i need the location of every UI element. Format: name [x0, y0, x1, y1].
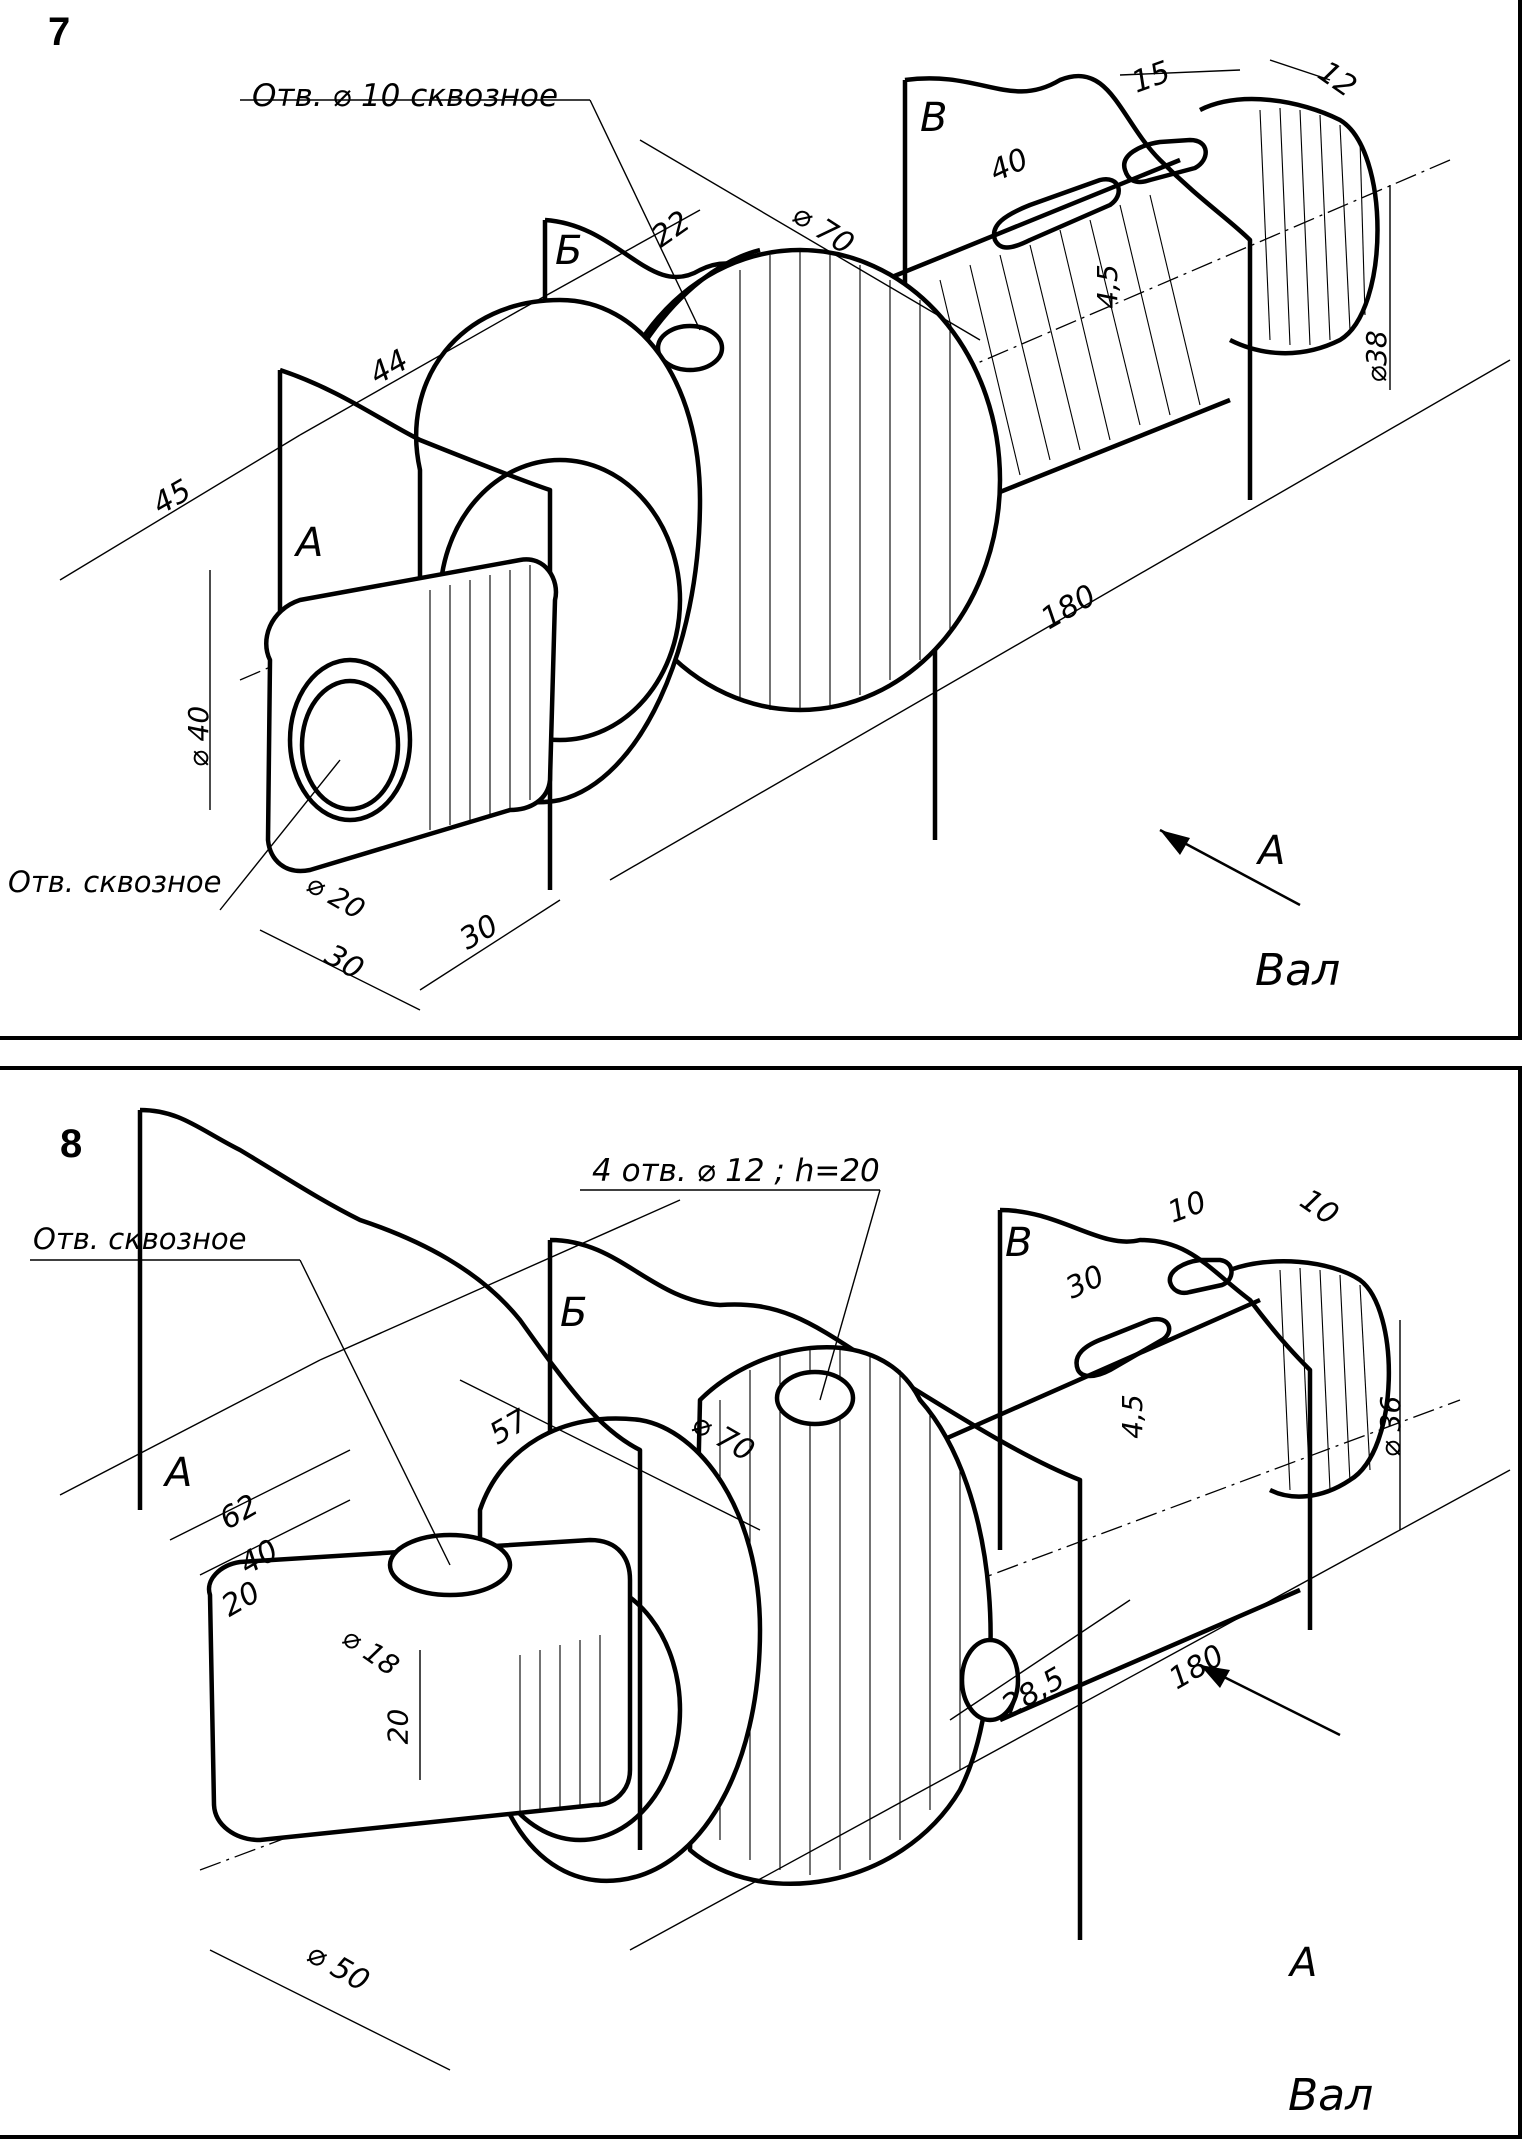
key-slot-left — [991, 176, 1121, 250]
square-head-hatching — [429, 565, 531, 830]
shaft-drawing-8 — [30, 1107, 1511, 2071]
dim-end-dia: ⌀38 — [1359, 330, 1393, 383]
plane-label-a: А — [296, 520, 324, 566]
dim-slot-depth: 4,5 — [1090, 264, 1124, 309]
top-hole — [655, 323, 725, 373]
side-hole — [959, 1637, 1021, 1723]
plane-label-b: Б — [555, 228, 583, 274]
panel-number: 7 — [48, 10, 71, 54]
dim-end-dia: ⌀ 36 — [1374, 1395, 1408, 1458]
plane-label-v: В — [1005, 1220, 1033, 1266]
part-title: Вал — [1288, 2070, 1374, 2121]
end-cylinder-hatching — [1279, 1267, 1371, 1493]
panel-number: 8 — [60, 1122, 83, 1166]
dim-head-dia: ⌀ 40 — [182, 705, 216, 768]
plane-label-a: А — [165, 1450, 193, 1496]
view-arrow-label: A — [1258, 828, 1286, 874]
rect-head-hatching — [519, 1635, 601, 1815]
view-arrow-label: A — [1290, 1940, 1318, 1986]
note-holes-top: 4 отв. ⌀ 12 ; h=20 — [592, 1153, 880, 1189]
part-title: Вал — [1255, 945, 1341, 996]
dimension-lines — [59, 59, 1511, 1011]
panel-8-frame: 8 — [0, 1066, 1522, 2139]
plane-label-v: В — [920, 95, 948, 141]
end-cylinder — [1198, 96, 1380, 356]
section-plane-v — [997, 1207, 1313, 1630]
note-hole-front: Отв. сквозное — [33, 1222, 247, 1256]
dim-slot-depth: 4,5 — [1115, 1394, 1149, 1439]
end-cylinder-hatching — [1259, 107, 1366, 346]
key-slot-right — [1167, 1257, 1234, 1296]
dim-head-height: 20 — [381, 1708, 415, 1745]
note-hole-front: Отв. сквозное — [8, 865, 222, 899]
flange-hatching — [739, 250, 951, 710]
plane-label-b: Б — [560, 1290, 588, 1336]
view-arrow-head — [1160, 830, 1190, 855]
shaft-drawing-7 — [59, 59, 1511, 1011]
end-cylinder — [1229, 1259, 1391, 1499]
section-plane-a — [137, 1107, 643, 1850]
panel-7-frame: 7 — [0, 0, 1522, 1040]
view-arrow-head — [1200, 1665, 1230, 1688]
top-hole — [774, 1369, 856, 1427]
note-hole-top: Отв. ⌀ 10 сквозное — [252, 78, 559, 114]
dimension-lines — [30, 1189, 1511, 2071]
